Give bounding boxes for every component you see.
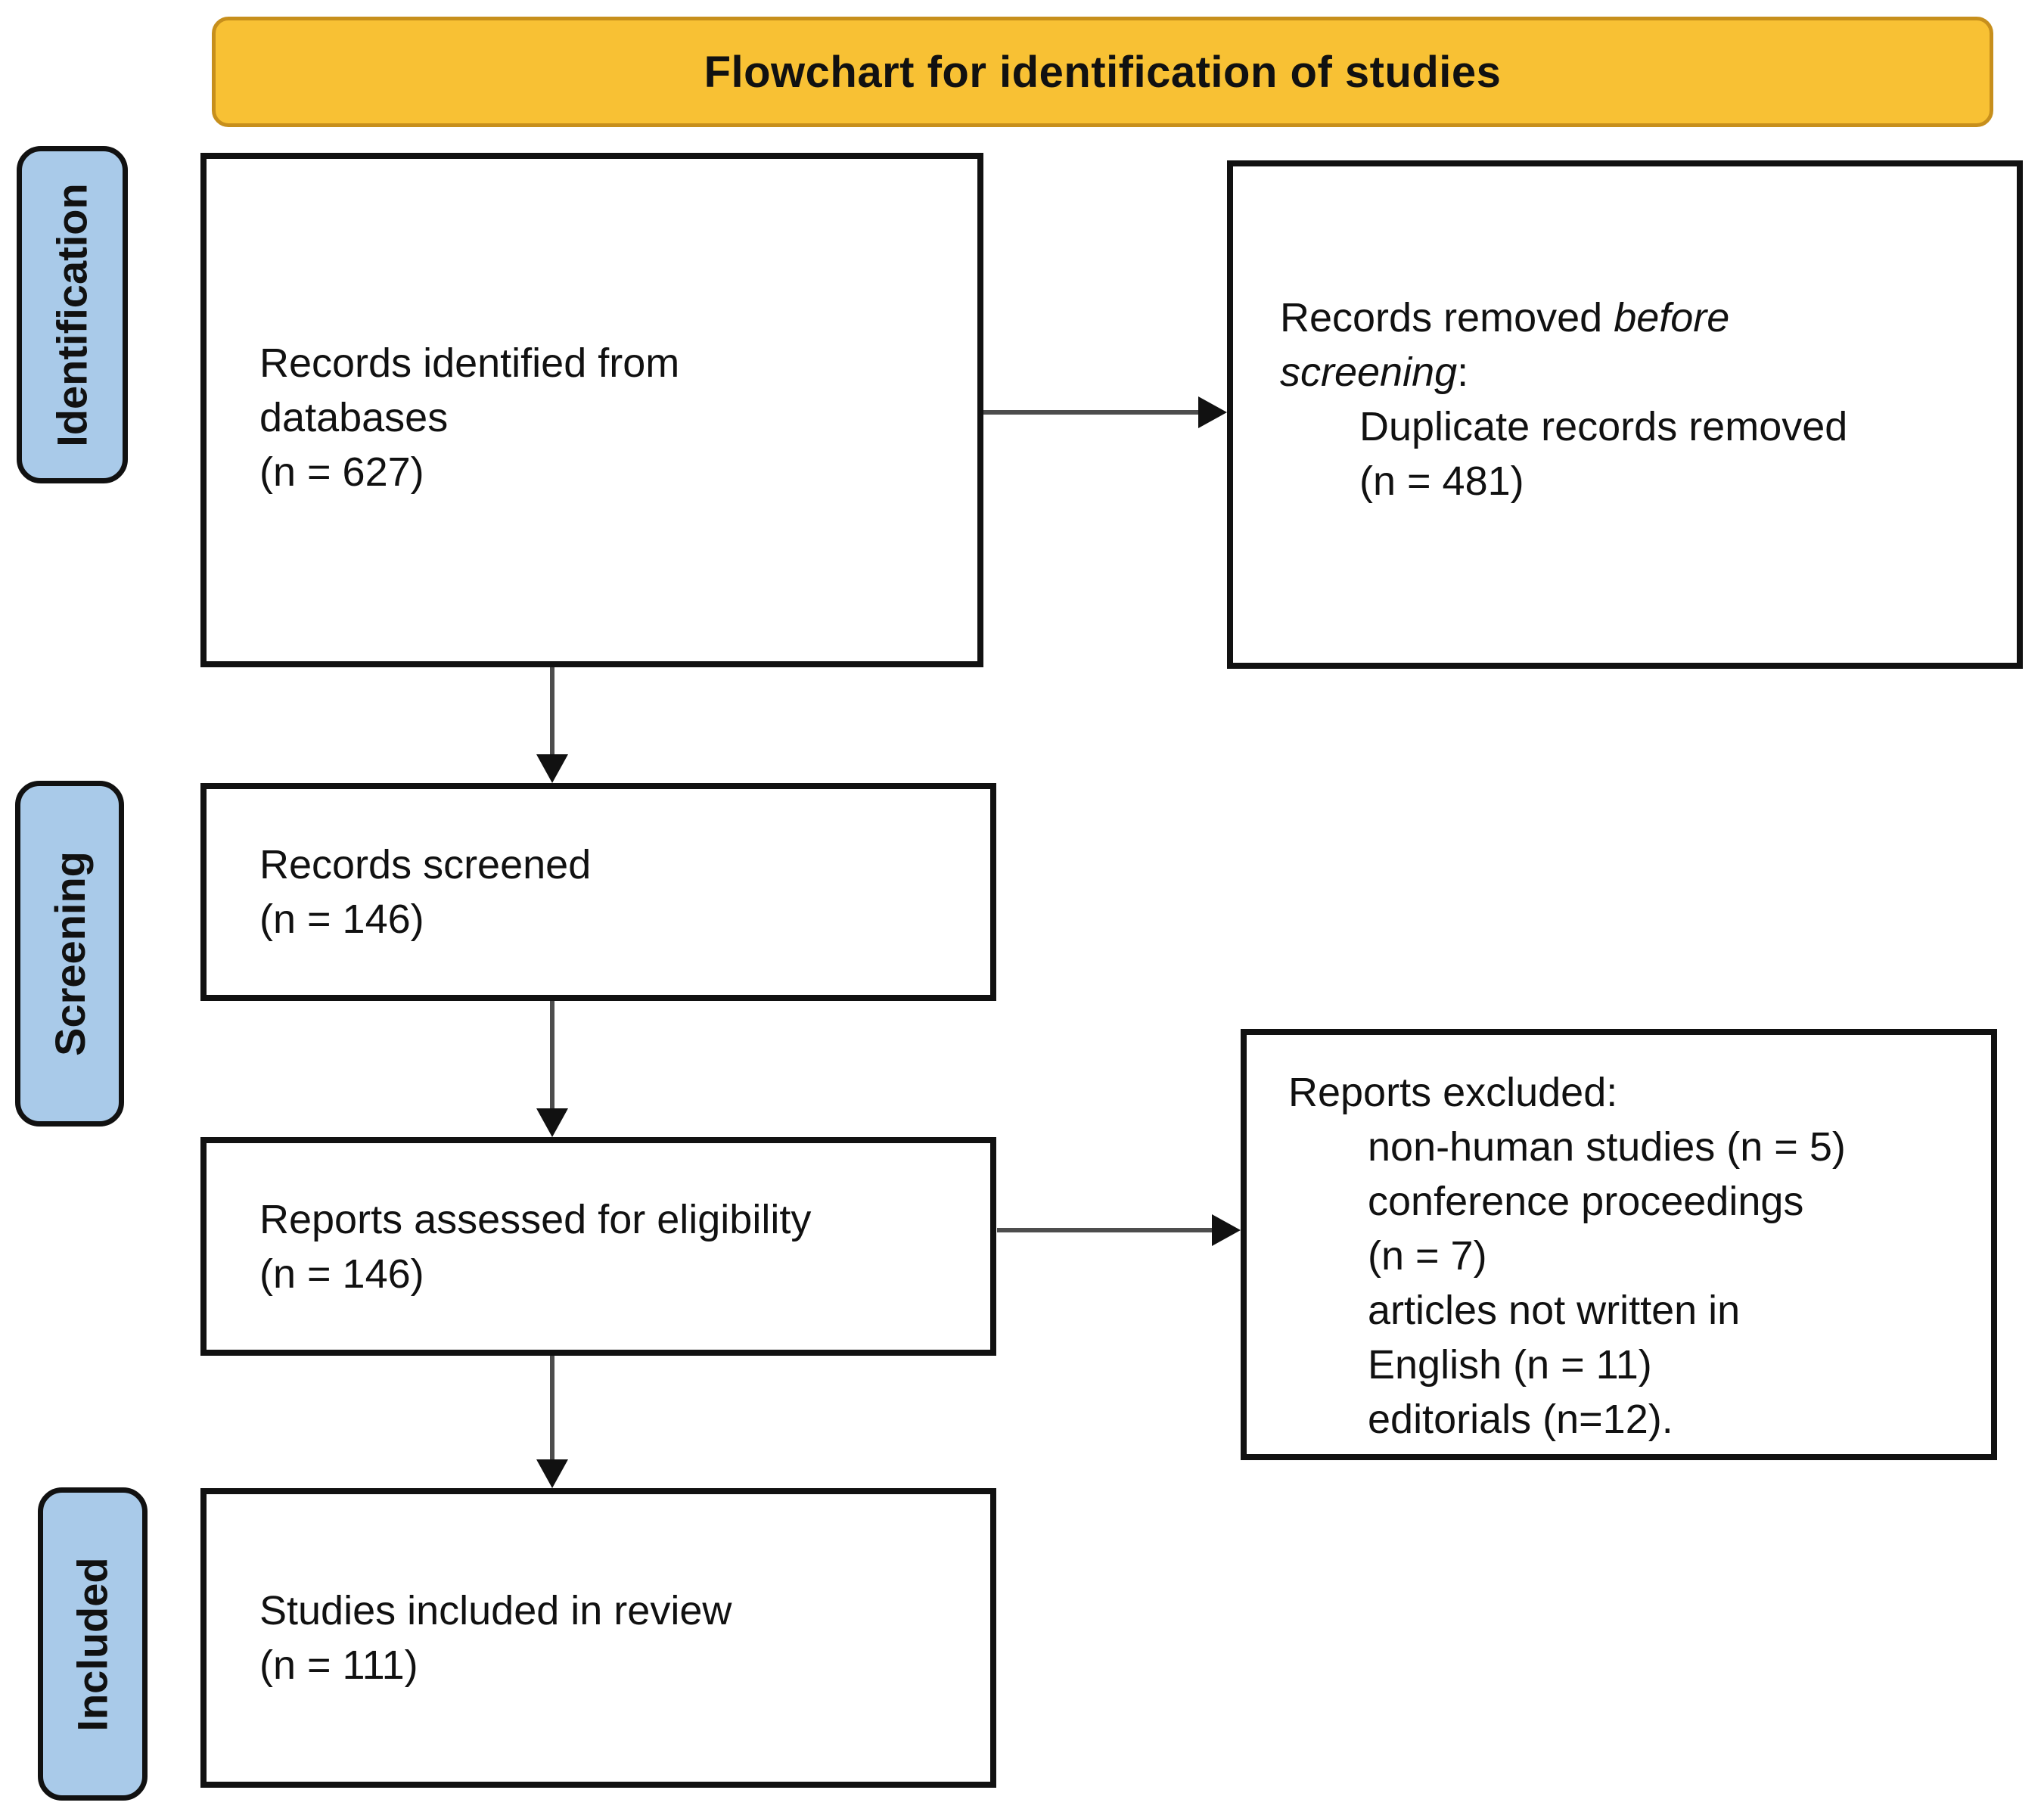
box-text-line: Records screened [259, 842, 592, 887]
arrow-head [536, 1459, 568, 1488]
arrow-line [550, 1001, 554, 1110]
arrow-line [997, 1228, 1212, 1232]
box-text-line: Records identified from [259, 340, 680, 386]
studies-included-box: Studies included in review (n = 111) [200, 1488, 996, 1788]
box-count-line: (n = 146) [259, 897, 424, 942]
stage-label-identification: Identification [17, 146, 128, 483]
reports-assessed-box: Reports assessed for eligibility (n = 14… [200, 1137, 996, 1356]
box-count-line: (n = 111) [259, 1642, 418, 1688]
box-heading-line: Reports excluded: [1288, 1070, 1618, 1115]
box-count-line: (n = 146) [259, 1251, 424, 1297]
heading-plain: Records removed [1280, 295, 1614, 340]
box-heading-line: Records removed before screening: [1280, 291, 1994, 399]
arrow-head [1198, 396, 1227, 428]
box-text-line: Studies included in review [259, 1588, 732, 1633]
arrow-line [983, 410, 1200, 415]
arrow-head [1212, 1214, 1241, 1246]
box-count-line: (n = 627) [259, 449, 424, 495]
arrow-head [536, 754, 568, 783]
box-text-line: non-human studies (n = 5) [1368, 1124, 1846, 1170]
box-text-line: articles not written in [1368, 1288, 1741, 1333]
page-title: Flowchart for identification of studies [704, 47, 1502, 97]
arrow-line [550, 667, 554, 757]
arrow-line [550, 1356, 554, 1461]
box-text-line: conference proceedings [1368, 1179, 1804, 1224]
stage-label-screening: Screening [15, 781, 124, 1127]
box-count-line: (n = 481) [1359, 458, 1524, 504]
reports-excluded-box: Reports excluded: non-human studies (n =… [1241, 1029, 1997, 1460]
box-count-line: English (n = 11) [1368, 1342, 1652, 1388]
arrow-head [536, 1108, 568, 1137]
stage-label-text: Included [69, 1556, 117, 1732]
stage-label-text: Screening [45, 851, 94, 1056]
records-removed-box: Records removed before screening: Duplica… [1227, 160, 2023, 669]
heading-italic: screening [1280, 350, 1458, 395]
stage-label-included: Included [38, 1487, 148, 1801]
flowchart-title-banner: Flowchart for identification of studies [212, 17, 1993, 127]
box-text-line: Duplicate records removed [1359, 404, 1848, 449]
heading-italic: before [1614, 295, 1730, 340]
records-screened-box: Records screened (n = 146) [200, 783, 996, 1001]
box-count-line: (n = 7) [1368, 1233, 1487, 1279]
box-text-line: databases [259, 395, 449, 440]
box-text-line: editorials (n=12). [1368, 1397, 1673, 1442]
stage-label-text: Identification [48, 182, 97, 447]
records-identified-box: Records identified from databases (n = 6… [200, 153, 983, 667]
box-text-line: Reports assessed for eligibility [259, 1196, 812, 1242]
heading-plain: : [1457, 350, 1469, 395]
